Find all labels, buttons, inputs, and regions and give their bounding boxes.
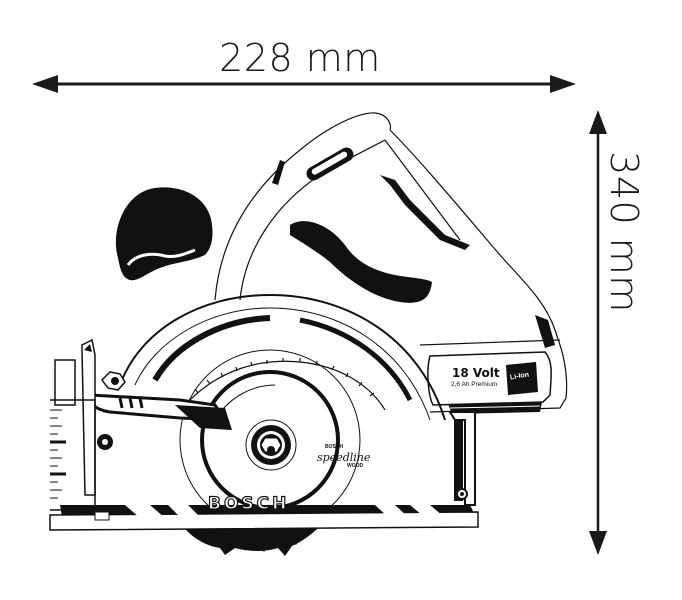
width-dimension-arrow [32, 75, 576, 93]
battery-pack [427, 351, 552, 414]
handle-slot [306, 147, 354, 181]
rear-bracket [448, 411, 476, 506]
blade-type-label: WOOD [347, 463, 364, 469]
base-plate [49, 505, 479, 531]
ruler-ticks [50, 409, 66, 499]
rear-knob [115, 187, 213, 281]
battery-capacity-label: 2,6 Ah Premium [451, 381, 498, 388]
height-dimension-arrow [589, 110, 607, 555]
li-ion-badge-icon [506, 362, 538, 395]
front-bracket [50, 338, 126, 511]
blade-name-label: speedline [317, 451, 371, 464]
base-plate-brand-label: BOSCH [207, 493, 290, 514]
arbor-nut [245, 419, 297, 471]
handle-housing [214, 112, 568, 413]
guard-lever [88, 393, 232, 430]
blade-brand-label: BOSCH [325, 444, 344, 450]
width-dimension-label: 228 mm [219, 36, 381, 80]
blade-teeth [225, 530, 305, 552]
upper-blade-guard [119, 293, 446, 421]
depth-scale [189, 358, 386, 411]
height-dimension-label: 340 mm [602, 151, 646, 313]
grip-details [272, 160, 555, 348]
battery-voltage-label: 18 Volt [452, 366, 500, 380]
